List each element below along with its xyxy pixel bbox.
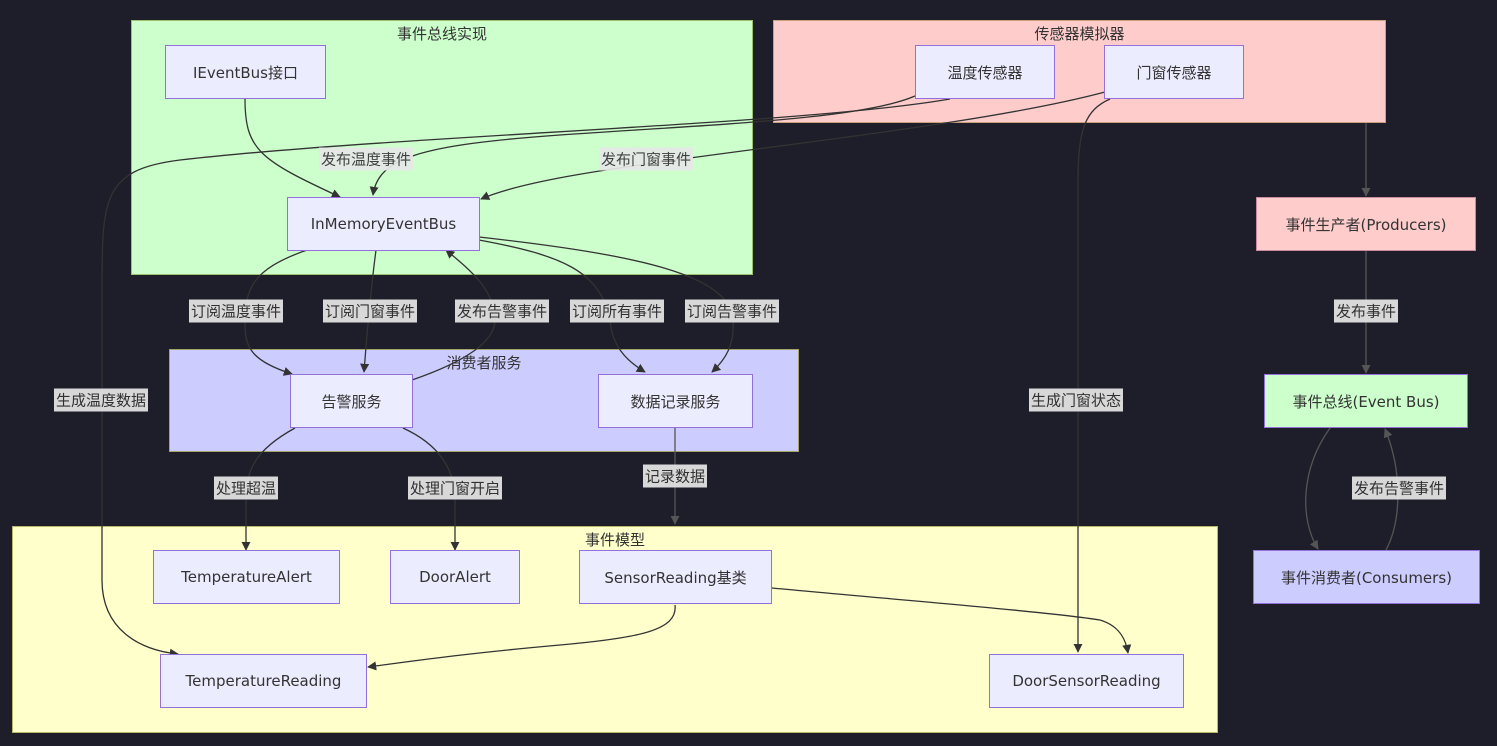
- edge-event-bus-to-consumers: [1305, 427, 1331, 550]
- node-door-sensor[interactable]: 门窗传感器: [1104, 45, 1244, 99]
- node-temperature-sensor[interactable]: 温度传感器: [915, 45, 1055, 99]
- edge-label-handle-overheat: 处理超温: [213, 476, 279, 500]
- edge-label-legend-publish-alert: 发布告警事件: [1351, 476, 1447, 500]
- edge-label-handle-door-open: 处理门窗开启: [407, 476, 503, 500]
- edge-label-record-data: 记录数据: [642, 464, 708, 488]
- node-door-sensor-reading[interactable]: DoorSensorReading: [989, 654, 1184, 708]
- node-temperature-alert[interactable]: TemperatureAlert: [153, 550, 340, 604]
- node-inmemory-event-bus[interactable]: InMemoryEventBus: [287, 197, 480, 251]
- edge-label-publish-temp: 发布温度事件: [318, 147, 414, 171]
- edge-label-subscribe-door: 订阅门窗事件: [322, 299, 418, 323]
- node-legend-event-bus[interactable]: 事件总线(Event Bus): [1264, 374, 1468, 428]
- group-title-event-bus-impl: 事件总线实现: [396, 25, 487, 43]
- node-record-service[interactable]: 数据记录服务: [598, 374, 753, 428]
- edge-label-subscribe-all: 订阅所有事件: [569, 299, 665, 323]
- edge-label-generate-temp: 生成温度数据: [53, 388, 149, 412]
- node-legend-producers[interactable]: 事件生产者(Producers): [1256, 197, 1476, 251]
- edge-label-subscribe-alert: 订阅告警事件: [684, 299, 780, 323]
- node-sensor-reading[interactable]: SensorReading基类: [579, 550, 772, 604]
- group-title-sensor-simulators: 传感器模拟器: [1034, 25, 1125, 43]
- group-title-event-model: 事件模型: [584, 531, 645, 549]
- edge-label-generate-door: 生成门窗状态: [1028, 388, 1124, 412]
- node-legend-consumers[interactable]: 事件消费者(Consumers): [1253, 550, 1480, 604]
- node-alert-service[interactable]: 告警服务: [290, 374, 413, 428]
- edge-label-publish-door: 发布门窗事件: [598, 147, 694, 171]
- node-ieventbus[interactable]: IEventBus接口: [165, 45, 326, 99]
- group-sensor-simulators: 传感器模拟器: [773, 20, 1386, 123]
- group-title-consumer-services: 消费者服务: [446, 354, 522, 372]
- edge-label-subscribe-temp: 订阅温度事件: [188, 299, 284, 323]
- edge-label-publish-alert: 发布告警事件: [454, 299, 550, 323]
- node-temperature-reading[interactable]: TemperatureReading: [160, 654, 367, 708]
- edge-label-legend-publish: 发布事件: [1333, 299, 1399, 323]
- node-door-alert[interactable]: DoorAlert: [390, 550, 520, 604]
